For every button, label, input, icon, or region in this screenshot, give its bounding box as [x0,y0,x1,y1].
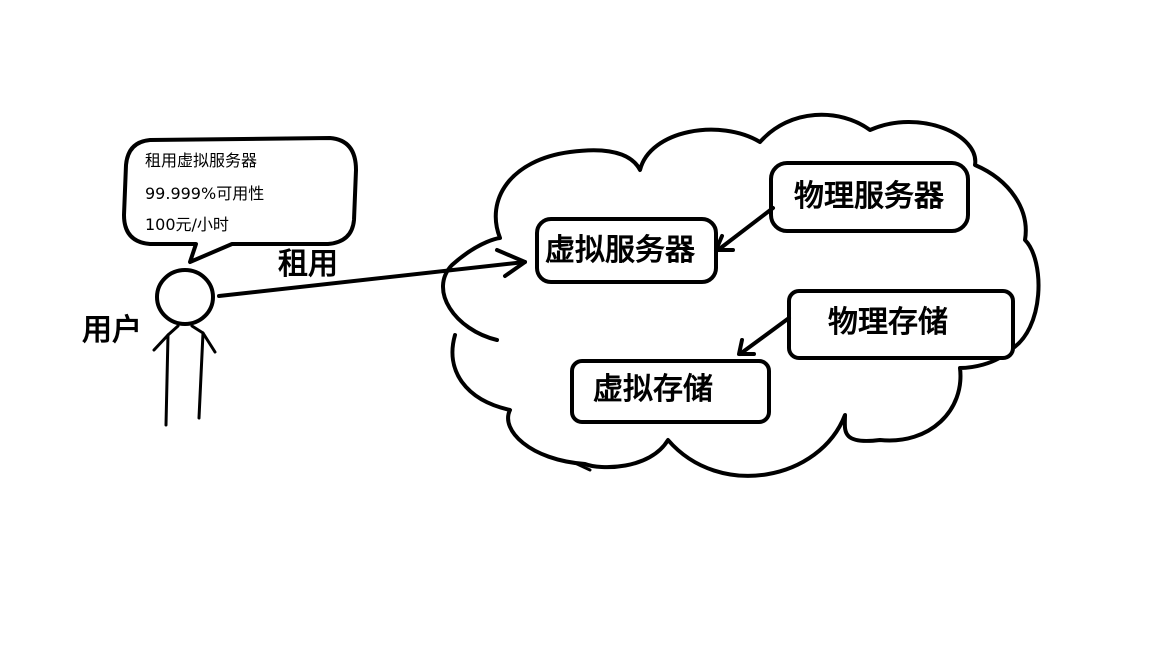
virtual-server-label: 虚拟服务器 [545,236,695,266]
bubble-line-price: 100元/小时 [145,217,229,233]
rent-arrow [219,250,525,296]
physical-storage-label: 物理存储 [828,308,948,338]
rent-arrow-label: 租用 [278,250,338,280]
bubble-line-rent: 租用虚拟服务器 [145,153,257,169]
user-label: 用户 [82,316,142,346]
storage-mapping-arrow [739,318,789,354]
bubble-line-availability: 99.999%可用性 [145,186,264,202]
virtual-storage-label: 虚拟存储 [593,375,713,405]
user-stick-figure [154,270,215,425]
physical-server-label: 物理服务器 [794,182,944,212]
server-mapping-arrow [716,208,773,250]
